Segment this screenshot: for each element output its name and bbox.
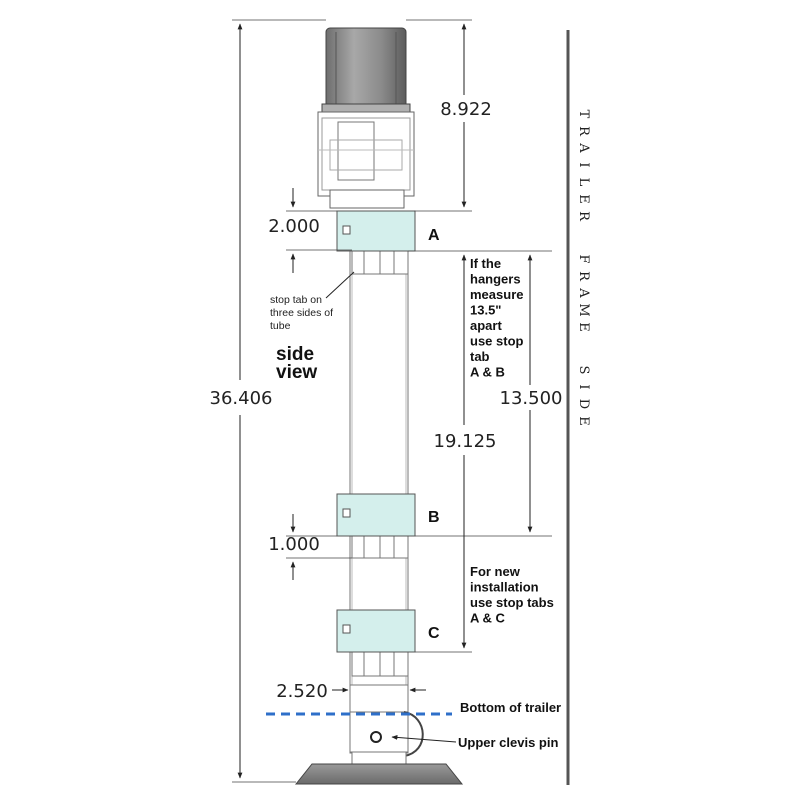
trailer-frame-side-letter: M <box>576 303 591 316</box>
trailer-frame-side-letter: F <box>576 254 591 263</box>
new-install-note-line: A & C <box>470 611 506 626</box>
motor-height-dimension: 8.922 <box>406 19 492 212</box>
dim-tube-width: 2.520 <box>276 681 328 702</box>
trailer-frame-side-letter: E <box>576 416 591 426</box>
clevis-pin-leader <box>391 735 457 743</box>
dim-overall-height: 36.406 <box>210 388 273 409</box>
tube-width-dimension: 2.520 <box>276 681 426 702</box>
hangers-note-line: measure <box>470 287 523 302</box>
trailer-frame-side-letter: R <box>576 126 591 137</box>
hangers-note-line: A & B <box>470 365 505 380</box>
clevis-pin-hole <box>370 731 382 743</box>
dim-tab-a-to-c: 19.125 <box>434 431 497 452</box>
side-view-line2: view <box>276 362 317 383</box>
stop-tab-a-lugs <box>351 249 409 275</box>
dim-motor-height: 8.922 <box>440 99 492 120</box>
dim-lower-gap: 1.000 <box>268 534 320 555</box>
trailer-frame-side-letter: D <box>576 399 591 409</box>
top-gap-dimension: 2.000 <box>268 188 352 273</box>
stop-tab-b <box>336 493 416 537</box>
hangers-note-line: tab <box>470 349 490 364</box>
hangers-note-line: apart <box>470 318 502 333</box>
dim-hanger-spacing: 13.500 <box>500 388 563 409</box>
tab-c-label: C <box>428 625 440 642</box>
stop-tab-a <box>336 210 416 252</box>
trailer-frame-side-letter: R <box>576 271 591 282</box>
dim-top-gap: 2.000 <box>268 216 320 237</box>
tab-a-label: A <box>428 227 440 244</box>
upper-clevis-pin-label: Upper clevis pin <box>458 735 558 750</box>
overall-height-dimension: 36.406 <box>210 19 326 783</box>
trailer-frame-side-letter: S <box>576 366 591 375</box>
hangers-note-line: hangers <box>470 272 521 287</box>
trailer-frame-side-letter: A <box>576 287 591 298</box>
hangers-note-line: If the <box>470 256 501 271</box>
stop-tab-c-lugs <box>351 651 409 677</box>
trailer-frame-side-letter: I <box>576 162 591 167</box>
side-view-line1: side <box>276 344 314 365</box>
stop-tab-note-line: tube <box>270 320 291 332</box>
bottom-of-trailer-label: Bottom of trailer <box>460 700 561 715</box>
trailer-frame-side-letter: E <box>576 322 591 332</box>
trailer-frame-side-letter: T <box>576 110 591 119</box>
new-install-note-line: installation <box>470 580 539 595</box>
new-install-note-line: use stop tabs <box>470 595 554 610</box>
lower-gap-dimension: 1.000 <box>268 514 352 580</box>
tab-b-label: B <box>428 509 440 526</box>
hanger-spacing-dimension: 13.500 <box>408 250 563 537</box>
stop-tab-note-line: stop tab on <box>270 294 322 306</box>
trailer-frame-side-letter: A <box>576 142 591 153</box>
hangers-note-line: 13.5" <box>470 303 501 318</box>
trailer-frame-side-letter: L <box>576 178 591 187</box>
trailer-frame-side-letter: E <box>576 194 591 204</box>
clevis-pin-clip <box>403 711 424 757</box>
hangers-note-line: use stop <box>470 334 524 349</box>
motor-housing <box>321 27 411 113</box>
stop-tab-note-line: three sides of <box>270 307 333 319</box>
inner-tube <box>349 684 424 757</box>
stop-tab-c <box>336 609 416 653</box>
tab-a-to-c-dimension: 19.125 <box>415 254 497 653</box>
trailer-frame-side-letter: R <box>576 211 591 222</box>
foot-plate <box>294 751 464 785</box>
gearbox-housing <box>317 111 415 209</box>
trailer-frame-side-letter: I <box>576 384 591 389</box>
new-install-note-line: For new <box>470 564 521 579</box>
stop-tab-leader <box>325 271 355 299</box>
stop-tab-b-lugs <box>351 535 409 559</box>
